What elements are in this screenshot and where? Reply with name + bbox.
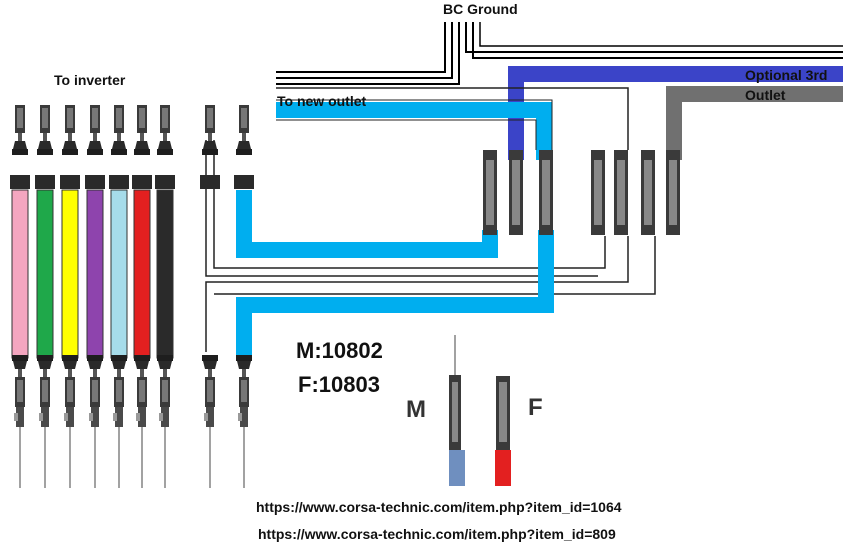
optional-3rd-label: Optional 3rd: [745, 67, 828, 83]
female-part-number: F:10803: [298, 372, 380, 397]
male-letter: M: [406, 396, 426, 423]
terminal-pins: [19, 427, 245, 488]
link-809[interactable]: https://www.corsa-technic.com/item.php?i…: [258, 526, 616, 542]
to-inverter-label: To inverter: [54, 72, 126, 88]
inverter-top-connectors: [10, 105, 254, 189]
male-terminal: [449, 335, 465, 486]
link-1064[interactable]: https://www.corsa-technic.com/item.php?i…: [256, 499, 622, 515]
new-outlet-cable-outline: [276, 99, 553, 150]
male-part-number: M:10802: [296, 338, 383, 363]
blue-jumper-2: [236, 230, 554, 355]
outlet-label: Outlet: [745, 87, 786, 103]
inverter-bottom-connectors: [12, 355, 252, 427]
to-new-outlet-label: To new outlet: [277, 93, 367, 109]
inverter-wires: [11, 189, 174, 359]
female-letter: F: [528, 394, 543, 421]
outlet-cable: [666, 86, 843, 160]
new-outlet-cable: [276, 102, 552, 160]
bc-ground-wires: [276, 22, 843, 85]
outlet-connectors: [483, 150, 680, 235]
bc-ground-label: BC Ground: [443, 1, 518, 17]
optional-3rd-cable: [508, 66, 843, 160]
blue-jumper-1: [236, 190, 498, 258]
female-terminal: [495, 376, 511, 486]
